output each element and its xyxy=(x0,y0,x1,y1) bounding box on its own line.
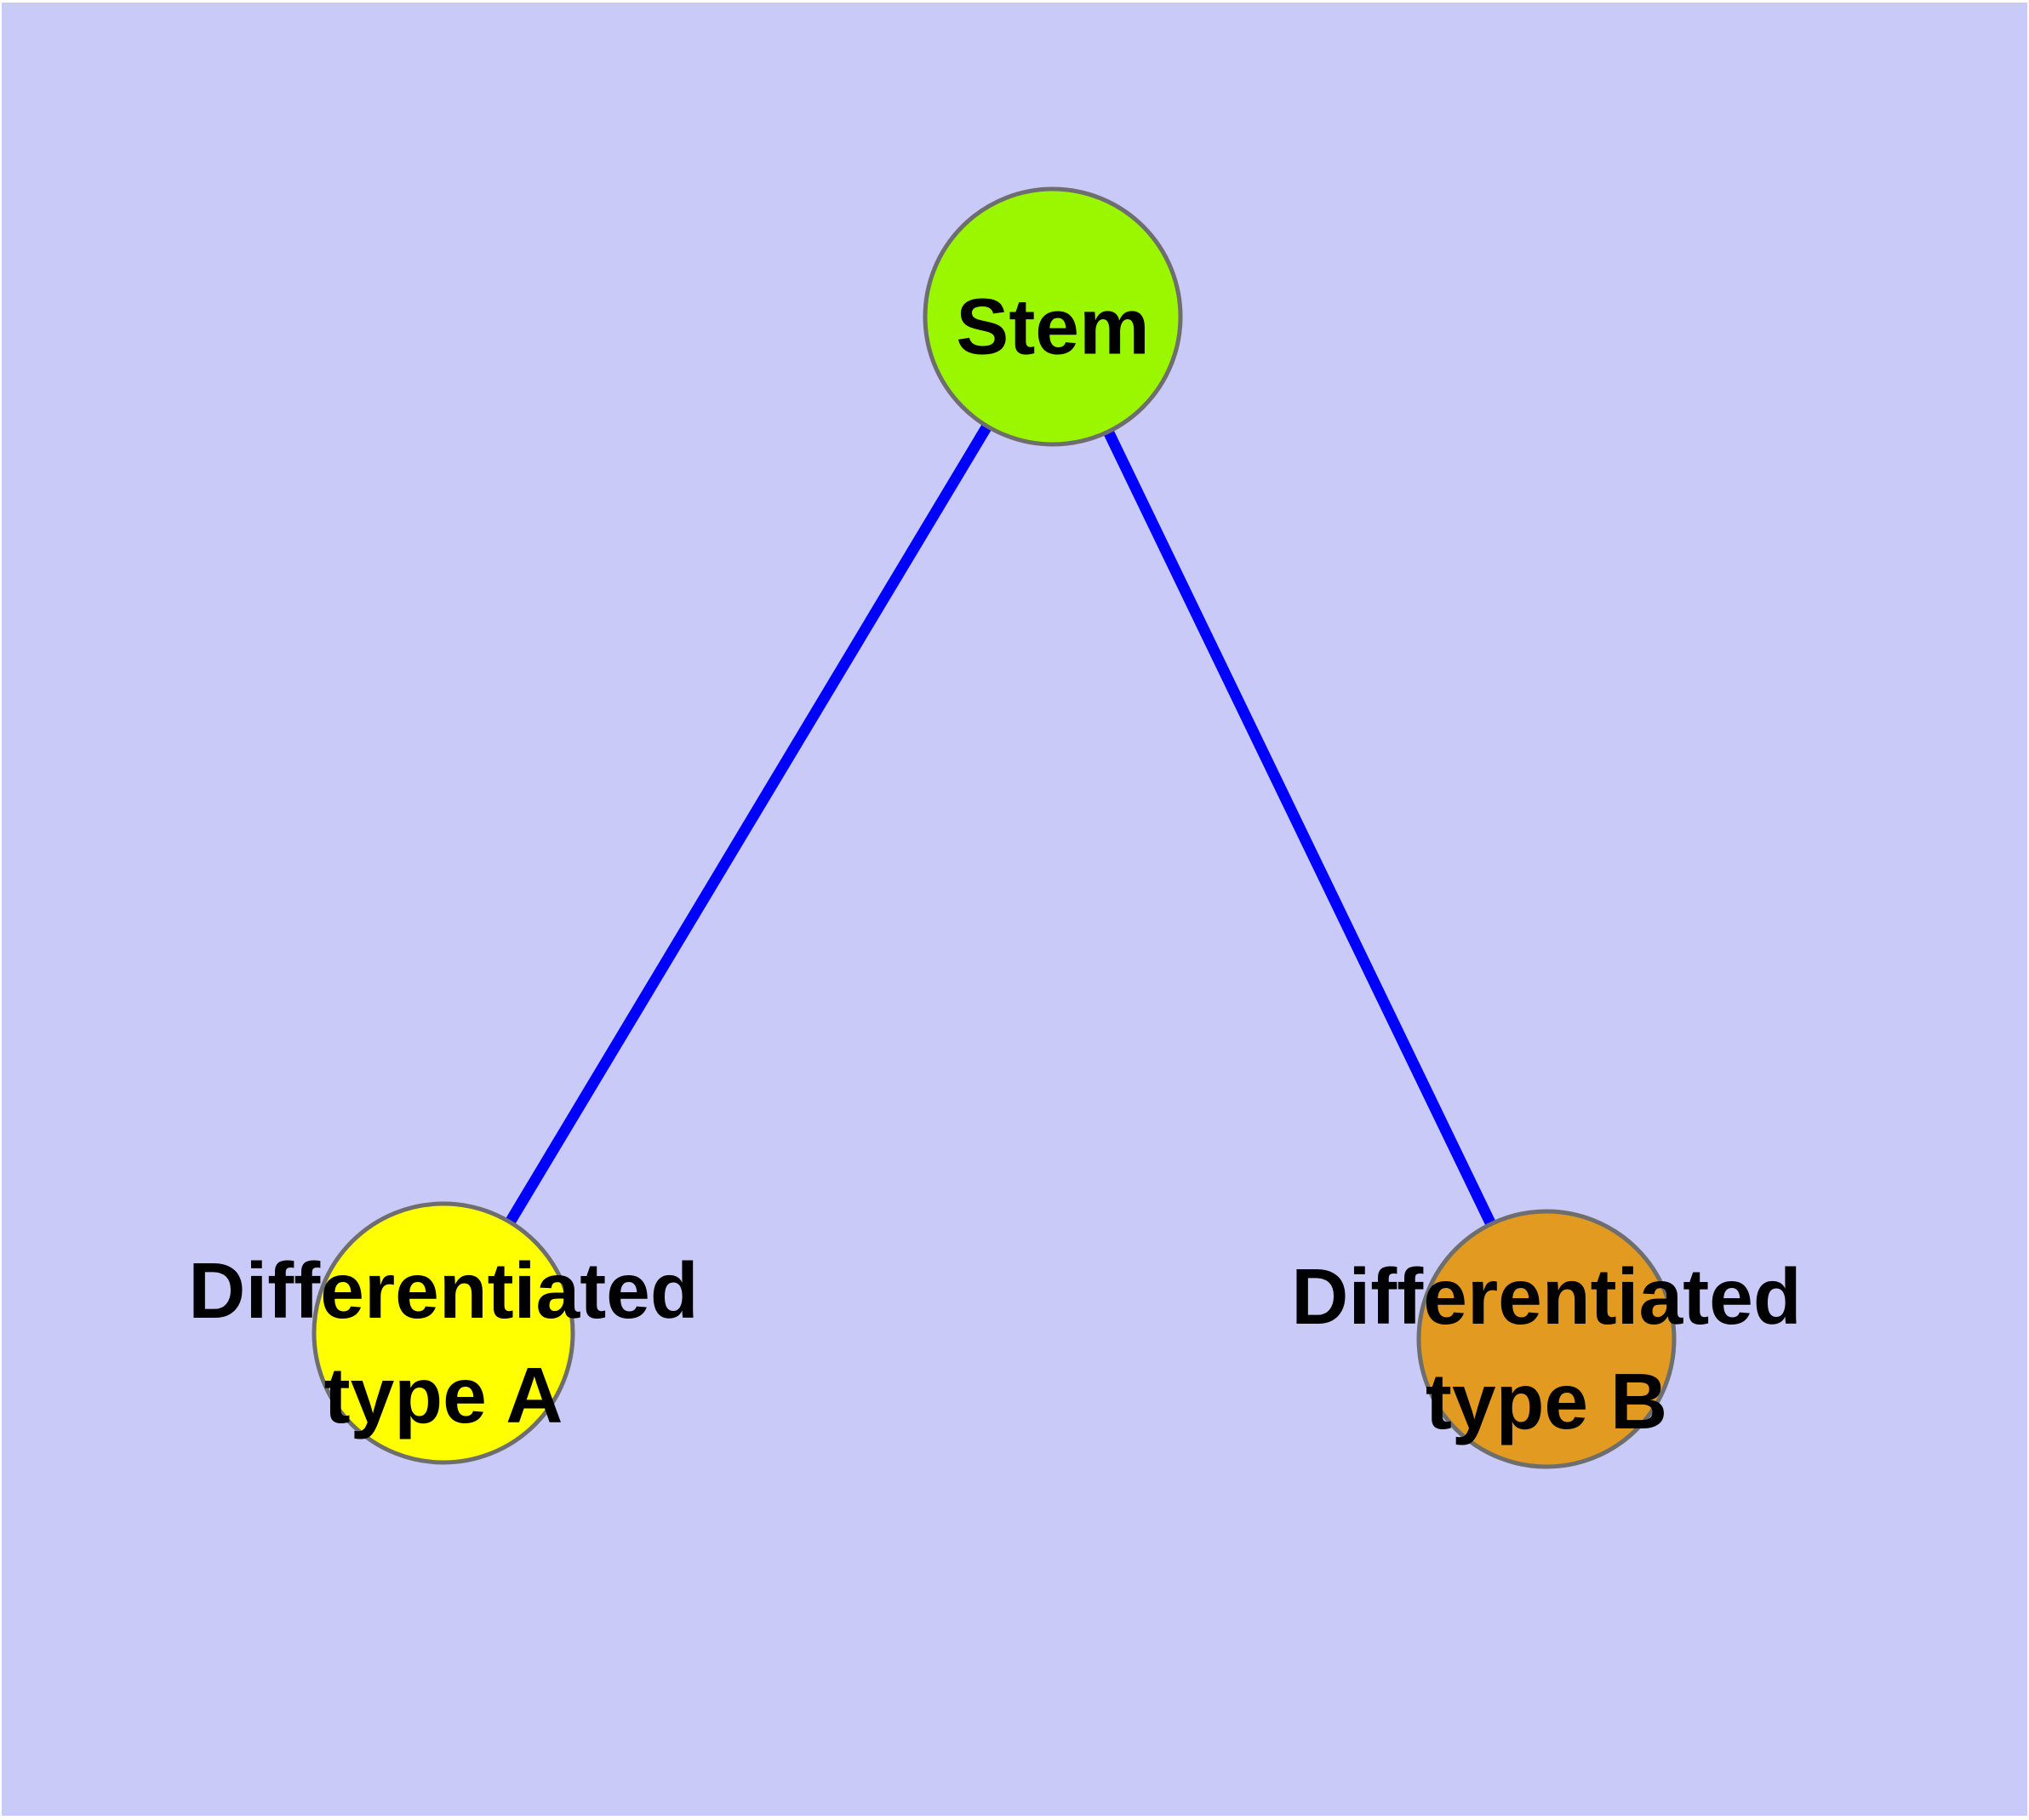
node-type-b-label: Differentiated type B xyxy=(1291,1245,1801,1454)
node-type-b-circle xyxy=(1416,1209,1677,1469)
edge-stem-to-type-b xyxy=(1048,314,1552,1342)
node-type-b-label-line1: Differentiated xyxy=(1291,1252,1802,1341)
edge-stem-to-type-a xyxy=(438,313,1058,1336)
node-type-a-label-line1: Differentiated xyxy=(188,1246,699,1335)
node-type-a-label: Differentiated type A xyxy=(188,1239,698,1448)
node-type-b-label-line2: type B xyxy=(1425,1357,1668,1445)
node-type-a-circle xyxy=(311,1201,575,1465)
node-stem-circle xyxy=(923,186,1183,447)
node-stem-label: Stem xyxy=(956,275,1149,380)
node-type-a-label-line2: type A xyxy=(323,1351,563,1439)
node-stem-label-line1: Stem xyxy=(956,282,1150,371)
